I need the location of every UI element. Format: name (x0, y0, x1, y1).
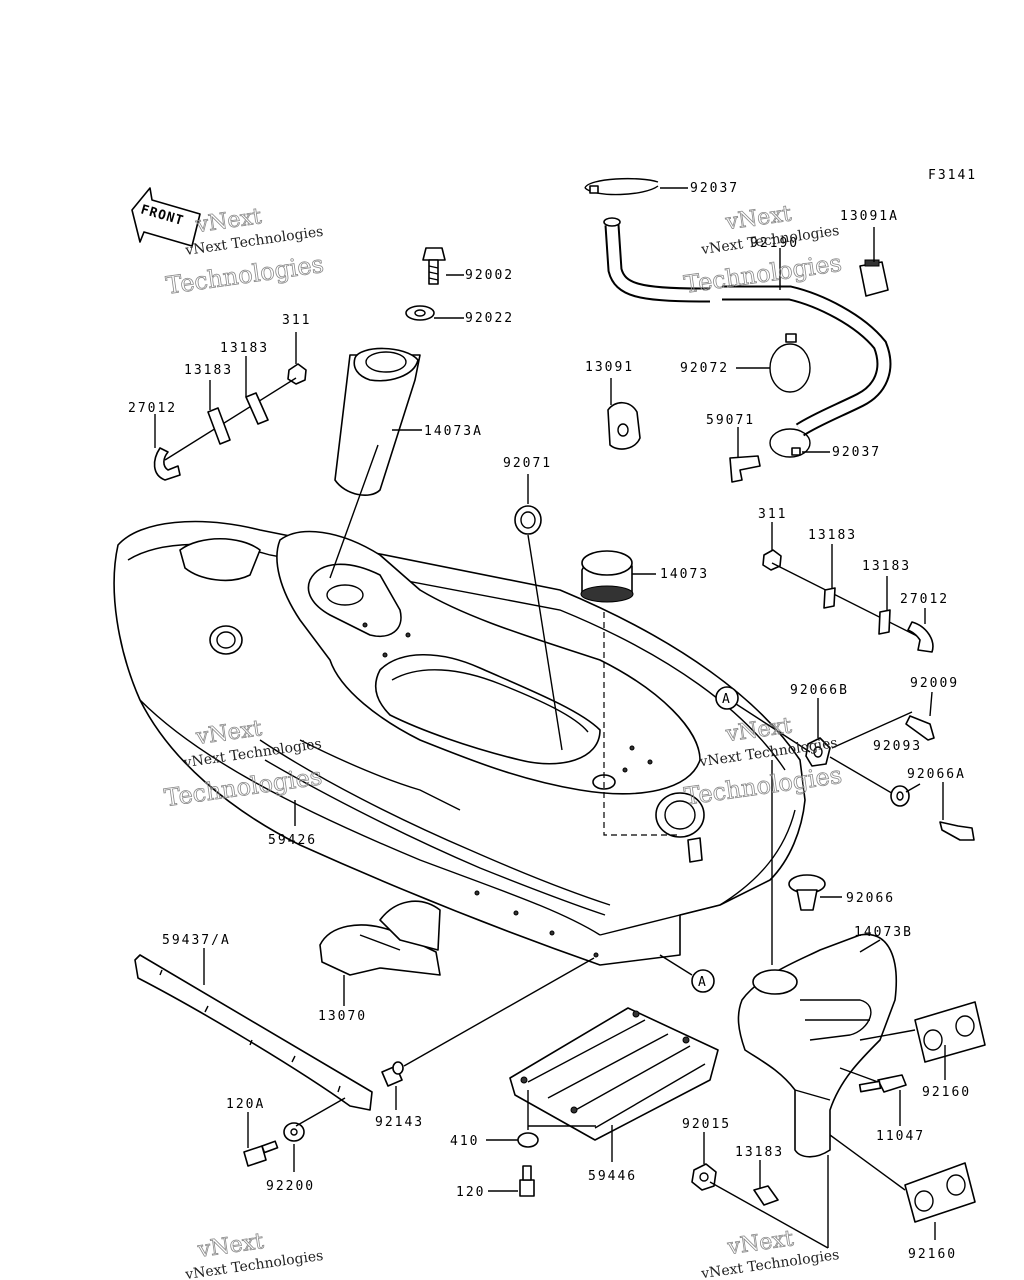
washer-92022 (405, 305, 435, 321)
svg-text:A: A (722, 692, 730, 707)
plate-13183-left-a (245, 392, 269, 425)
bolt-11047 (858, 1074, 907, 1093)
strake-59437A (134, 954, 373, 1111)
filler-neck-14073A (329, 347, 421, 579)
pin-92143 (381, 1061, 404, 1087)
label-92072: 92072 (680, 361, 729, 376)
label-92066A: 92066A (907, 767, 966, 782)
u-bolt-27012-right (907, 621, 934, 653)
label-13091A: 13091A (840, 209, 899, 224)
gasket-92160-top (914, 1001, 986, 1063)
nut-92015 (691, 1163, 717, 1191)
label-92015: 92015 (682, 1117, 731, 1132)
label-13183-left-b: 13183 (184, 363, 233, 378)
watermark-group-6: vNext vNext Technologies (699, 1226, 840, 1280)
grate-59446 (509, 1007, 719, 1141)
label-13070: 13070 (318, 1009, 367, 1024)
plate-13183-bottom (753, 1185, 779, 1206)
bolt-92002 (422, 247, 446, 285)
label-27012-left: 27012 (128, 401, 177, 416)
label-92160-top: 92160 (922, 1085, 971, 1100)
u-bolt-27012-left (153, 447, 181, 481)
label-92200: 92200 (266, 1179, 315, 1194)
label-27012-right: 27012 (900, 592, 949, 607)
label-92002: 92002 (465, 268, 514, 283)
grommet-13091A (859, 259, 889, 297)
clamp-92037-top (584, 177, 659, 196)
label-92190: 92190 (750, 236, 799, 251)
label-92071: 92071 (503, 456, 552, 471)
plate-13183-right-a (823, 587, 836, 609)
label-92037-top: 92037 (690, 181, 739, 196)
label-311-left: 311 (282, 313, 311, 328)
part-labels: 92037 92190 13091A 92002 92022 311 13183… (128, 181, 971, 1262)
label-11047: 11047 (876, 1129, 925, 1144)
label-13183-right-b: 13183 (862, 559, 911, 574)
clamp-92072 (769, 333, 811, 393)
nut-311-left (287, 363, 307, 385)
hose-92190 (603, 217, 892, 437)
figure-code: F3141 (928, 168, 977, 183)
nut-311-right (762, 549, 782, 571)
bolt-92066A (939, 821, 975, 841)
label-92143: 92143 (375, 1115, 424, 1130)
label-14073: 14073 (660, 567, 709, 582)
label-59426: 59426 (268, 833, 317, 848)
nut-92066B (805, 737, 831, 767)
bolt-120A (243, 1140, 279, 1167)
front-arrow-icon: FRONT (131, 187, 201, 247)
ring-92071 (514, 505, 563, 751)
label-92093: 92093 (873, 739, 922, 754)
bolt-92009 (905, 715, 935, 741)
label-13183-right-a: 13183 (808, 528, 857, 543)
label-92009: 92009 (910, 676, 959, 691)
watermark-group-5: vNext vNext Technologies (183, 1229, 324, 1280)
label-92066B: 92066B (790, 683, 849, 698)
washer-92200 (283, 1122, 305, 1142)
label-410: 410 (450, 1134, 479, 1149)
gasket-92160-bottom (904, 1162, 976, 1223)
cap-92066 (788, 874, 826, 911)
grommet-13091 (607, 401, 641, 450)
svg-text:A: A (698, 975, 706, 990)
label-59071: 59071 (706, 413, 755, 428)
plate-13183-right-b (878, 609, 891, 635)
label-120A: 120A (226, 1097, 265, 1112)
label-14073B: 14073B (854, 925, 913, 940)
ref-marker-a-top: A (715, 686, 739, 710)
bolt-120 (519, 1165, 535, 1197)
label-13091: 13091 (585, 360, 634, 375)
label-120: 120 (456, 1185, 485, 1200)
washer-410 (517, 1132, 539, 1148)
watermark-group-2: vNext vNext Technologies Technologies (682, 201, 844, 299)
label-59437A: 59437/A (162, 933, 231, 948)
cap-14073 (580, 550, 680, 836)
label-92160-bottom: 92160 (908, 1247, 957, 1262)
deflector-13070 (319, 900, 441, 976)
label-13183-left-a: 13183 (220, 341, 269, 356)
label-92066: 92066 (846, 891, 895, 906)
clamp-92037-bottom (769, 428, 811, 458)
label-13183-bottom: 13183 (735, 1145, 784, 1160)
label-92022: 92022 (465, 311, 514, 326)
label-92037-bottom: 92037 (832, 445, 881, 460)
fitting-59071 (729, 455, 761, 483)
tank-14073B (737, 933, 898, 1158)
plate-13183-left-b (207, 407, 231, 445)
ref-marker-a-bottom: A (691, 969, 715, 993)
label-311-right: 311 (758, 507, 787, 522)
leader-lines (154, 187, 946, 1240)
washer-92093 (890, 785, 910, 807)
label-14073A: 14073A (424, 424, 483, 439)
label-59446: 59446 (588, 1169, 637, 1184)
